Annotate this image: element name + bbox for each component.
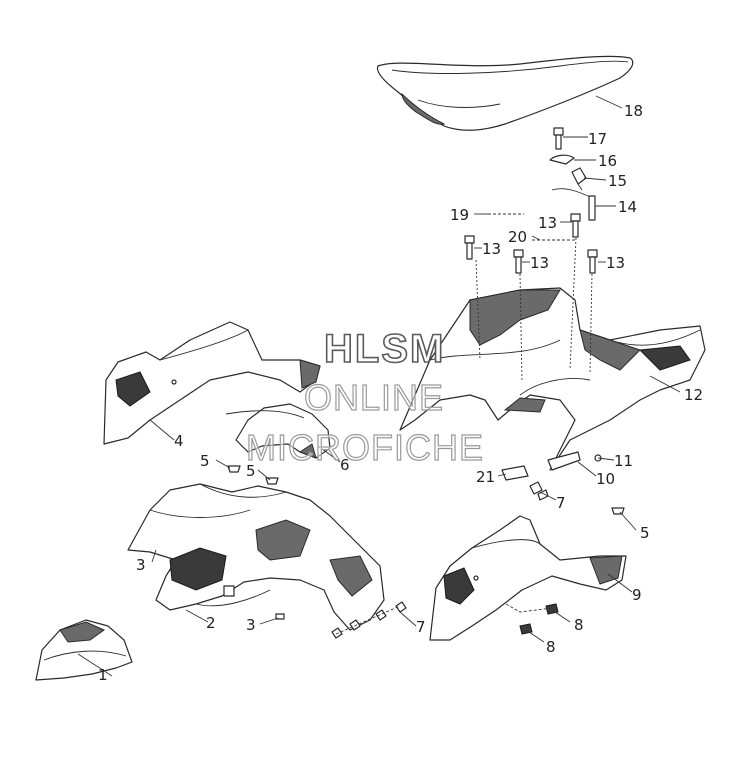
callout-labels: 1 2 3 3 4 5 5 5 6 7 7 8 8 9 10 11 12 13 … <box>98 102 703 684</box>
callout-11: 11 <box>614 452 633 470</box>
watermark-line-2: ONLINE <box>304 377 444 418</box>
callout-6: 6 <box>340 456 350 474</box>
callout-17: 17 <box>588 130 607 148</box>
callout-1: 1 <box>98 666 108 684</box>
small-parts-10-11-21 <box>501 451 602 481</box>
callout-14: 14 <box>618 198 637 216</box>
leader-lines <box>77 95 681 677</box>
front-nose-part <box>35 619 133 681</box>
callout-18: 18 <box>624 102 643 120</box>
left-side-panel-part <box>103 321 321 445</box>
rod-14-part <box>551 188 596 221</box>
bolt-7-lower-parts <box>331 601 407 639</box>
callout-5b: 5 <box>246 462 256 480</box>
callout-7a: 7 <box>556 494 566 512</box>
rear-fender-part <box>399 287 706 471</box>
callout-13c: 13 <box>538 214 557 232</box>
callout-5a: 5 <box>200 452 210 470</box>
bolt-7-upper-parts <box>529 481 549 501</box>
callout-4: 4 <box>174 432 184 450</box>
watermark: HLSM ONLINE MICROFICHE <box>245 326 484 468</box>
cover-6-part <box>225 403 331 459</box>
callout-3a: 3 <box>136 556 146 574</box>
callout-16: 16 <box>598 152 617 170</box>
callout-19: 19 <box>450 206 469 224</box>
callout-13a: 13 <box>482 240 501 258</box>
callout-15: 15 <box>608 172 627 190</box>
callout-8b: 8 <box>546 638 556 656</box>
callout-9: 9 <box>632 586 642 604</box>
callout-13b: 13 <box>530 254 549 272</box>
bolt-17-part <box>553 127 564 150</box>
seat-part <box>376 55 634 131</box>
bolt-13-parts <box>464 213 598 274</box>
callout-8a: 8 <box>574 616 584 634</box>
callout-3b: 3 <box>246 616 256 634</box>
watermark-line-3: MICROFICHE <box>246 427 484 468</box>
callout-13d: 13 <box>606 254 625 272</box>
callout-12: 12 <box>684 386 703 404</box>
callout-7b: 7 <box>416 618 426 636</box>
callout-21: 21 <box>476 468 495 486</box>
right-side-panel-part <box>429 515 627 641</box>
watermark-line-1: HLSM <box>324 327 445 371</box>
nut-8-parts <box>505 603 559 635</box>
callout-5c: 5 <box>640 524 650 542</box>
callout-2: 2 <box>206 614 216 632</box>
callout-20: 20 <box>508 228 527 246</box>
front-fender-part <box>127 483 385 631</box>
clip-16-part <box>549 154 575 165</box>
callout-10: 10 <box>596 470 615 488</box>
latch-15-part <box>571 167 587 191</box>
